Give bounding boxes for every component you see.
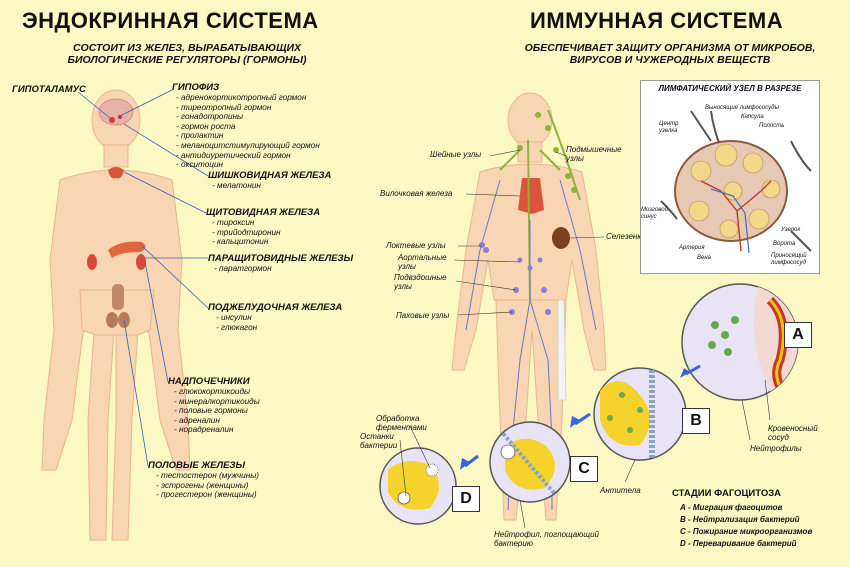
stages-title: СТАДИИ ФАГОЦИТОЗА bbox=[672, 488, 782, 499]
gland-pineal: ШИШКОВИДНАЯ ЖЕЛЕЗА - мелатонин bbox=[208, 170, 332, 190]
label-neck-nodes: Шейные узлы bbox=[430, 150, 482, 159]
lymph-node-title: ЛИМФАТИЧЕСКИЙ УЗЕЛ В РАЗРЕЗЕ bbox=[658, 84, 802, 93]
lymph-node-panel: ЛИМФАТИЧЕСКИЙ УЗЕЛ В РАЗРЕЗЕ Выносящие л… bbox=[640, 80, 820, 274]
endocrine-subtitle: СОСТОИТ ИЗ ЖЕЛЕЗ, ВЫРАБАТЫВАЮЩИХ БИОЛОГИ… bbox=[67, 42, 307, 66]
label-aortic-nodes: Аортальные узлы bbox=[398, 253, 447, 271]
label-elbow-nodes: Локтевые узлы bbox=[386, 241, 446, 250]
gland-thyroid: ЩИТОВИДНАЯ ЖЕЛЕЗА - тироксин - трийодтир… bbox=[206, 207, 321, 247]
stage-letter-b: B bbox=[682, 408, 710, 434]
gland-adrenal: НАДПОЧЕЧНИКИ - глюкокортикоиды - минерал… bbox=[168, 376, 260, 435]
stage-item: С - Пожирание микроорганизмов bbox=[680, 527, 813, 536]
label-spleen: Селезенка bbox=[606, 232, 646, 241]
label-bacteria-remains: Останки бактерии bbox=[360, 432, 398, 450]
stage-item: D - Переваривание бактерий bbox=[680, 539, 797, 548]
hypothalamus-label: ГИПОТАЛАМУС bbox=[12, 84, 86, 95]
immune-subtitle: ОБЕСПЕЧИВАЕТ ЗАЩИТУ ОРГАНИЗМА ОТ МИКРОБО… bbox=[524, 42, 816, 66]
label-enzyme-processing: Обработка ферментами bbox=[376, 414, 427, 432]
stage-item: А - Миграция фагоцитов bbox=[680, 503, 783, 512]
gland-gonads: ПОЛОВЫЕ ЖЕЛЕЗЫ - тестостерон (мужчины) -… bbox=[148, 460, 259, 500]
lymph-node-drawing bbox=[660, 110, 812, 254]
label-neutrophils: Нейтрофилы bbox=[750, 444, 802, 453]
endocrine-title: ЭНДОКРИННАЯ СИСТЕМА bbox=[22, 8, 319, 33]
stage-letter-c: C bbox=[570, 456, 598, 482]
label-neutrophil-eating: Нейтрофил, поглощающий бактерию bbox=[494, 530, 599, 548]
gland-parathyroid: ПАРАЩИТОВИДНЫЕ ЖЕЛЕЗЫ - паратгормон bbox=[208, 253, 354, 273]
stage-item: В - Нейтрализация бактерий bbox=[680, 515, 800, 524]
stage-letter-d: D bbox=[452, 486, 480, 512]
label-blood-vessel: Кровеносный сосуд bbox=[768, 424, 818, 442]
label-iliac-nodes: Подвздошные узлы bbox=[394, 273, 447, 291]
gland-pancreas: ПОДЖЕЛУДОЧНАЯ ЖЕЛЕЗА - инсулин - глюкаго… bbox=[208, 302, 343, 332]
label-thymus: Вилочковая железа bbox=[380, 189, 453, 198]
label-groin-nodes: Паховые узлы bbox=[396, 311, 450, 320]
immune-title: ИММУННАЯ СИСТЕМА bbox=[530, 8, 784, 33]
label-antibodies: Антитела bbox=[600, 486, 641, 495]
label-armpit-nodes: Подмышечные узлы bbox=[566, 145, 622, 163]
stage-letter-a: A bbox=[784, 322, 812, 348]
gland-pituitary: ГИПОФИЗ - адренокортикотропный гормон - … bbox=[172, 82, 320, 170]
phagocytosis-stages-legend: СТАДИИ ФАГОЦИТОЗА А - Миграция фагоцитов… bbox=[672, 488, 812, 550]
